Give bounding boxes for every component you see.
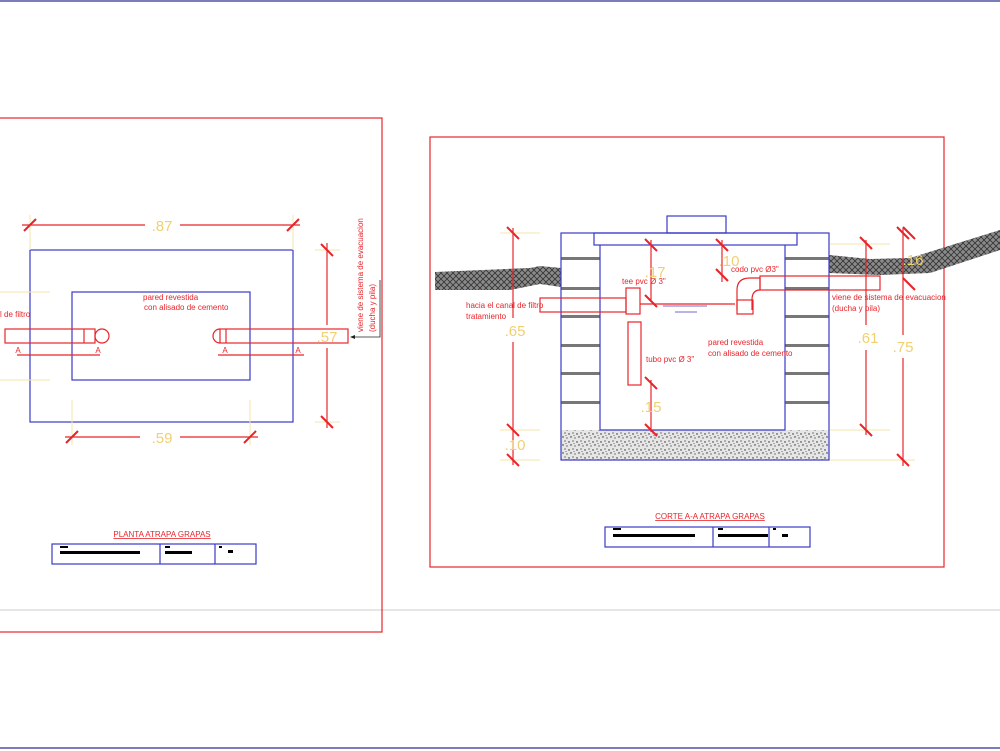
outlet-label-2: tratamiento <box>466 312 507 321</box>
dim-width-outer: .87 <box>152 218 173 235</box>
inlet-arrow <box>352 280 381 338</box>
dim-total-left: .65 <box>505 323 526 340</box>
gravel-base <box>561 430 829 460</box>
section-title: CORTE A-A ATRAPA GRAPAS <box>655 512 765 521</box>
wall-label-2: con alisado de cemento <box>708 349 793 358</box>
inlet-label-1: viene de sistema de evacuacion <box>832 293 946 302</box>
dim-inner: .61 <box>858 330 879 347</box>
plan-outlet-label: l de filtro <box>0 310 31 319</box>
plan-wall-label-1: pared revestida <box>143 293 199 302</box>
section-title-block <box>604 526 811 548</box>
plan-title-block <box>51 543 257 565</box>
section-mark: A <box>222 346 228 355</box>
plan-inlet-label-1: viene de sistema de evacuacion <box>356 218 365 332</box>
dim-ground: .16 <box>903 252 924 269</box>
dim-tee: .17 <box>645 264 666 281</box>
arrow-head-icon <box>350 335 355 339</box>
section-mark: A <box>95 346 101 355</box>
dim-depth: .57 <box>317 329 338 346</box>
section-mark: A <box>15 346 21 355</box>
plan-inlet-pipe <box>212 328 349 344</box>
dim-elbow: .10 <box>719 253 740 270</box>
dim-total-right: .75 <box>893 339 914 356</box>
wall-label-1: pared revestida <box>708 338 764 347</box>
plan-wall-label-2: con alisado de cemento <box>144 303 229 312</box>
lid-handle <box>666 215 727 234</box>
section-pipes <box>539 275 881 386</box>
lid <box>593 232 798 246</box>
section-inner-wall <box>599 245 786 431</box>
dim-bottom: .15 <box>641 399 662 416</box>
tube-label: tubo pvc Ø 3" <box>646 355 694 364</box>
dim-width-inner: .59 <box>152 430 173 447</box>
section-frame <box>429 136 945 568</box>
ground-right <box>829 230 1000 275</box>
outlet-label-1: hacia el canal de filtro <box>466 301 544 310</box>
plan-outer-wall <box>29 249 294 423</box>
plan-title: PLANTA ATRAPA GRAPAS <box>113 530 210 539</box>
section-view: .65 .10 .61 .75 .16 .17 .10 .15 tee pvc … <box>429 136 1000 568</box>
section-mark: A <box>295 346 301 355</box>
inlet-label-2: (ducha y pila) <box>832 304 880 313</box>
plan-frame <box>0 117 383 633</box>
plan-dimension-lines <box>0 215 340 445</box>
plan-inner-wall <box>71 291 251 381</box>
section-dimension-lines <box>500 226 916 467</box>
dim-base: .10 <box>505 437 526 454</box>
elbow-label: codo pvc Ø3" <box>731 265 779 274</box>
plan-inlet-label-2: (ducha y pila) <box>368 284 377 332</box>
plan-view: .87 .59 .57 A A A A pared revestida con … <box>0 117 383 633</box>
ground-left <box>435 266 561 290</box>
brick-courses <box>561 257 829 404</box>
plan-outlet-pipe <box>4 328 110 344</box>
tee-label: tee pvc Ø 3" <box>622 277 666 286</box>
